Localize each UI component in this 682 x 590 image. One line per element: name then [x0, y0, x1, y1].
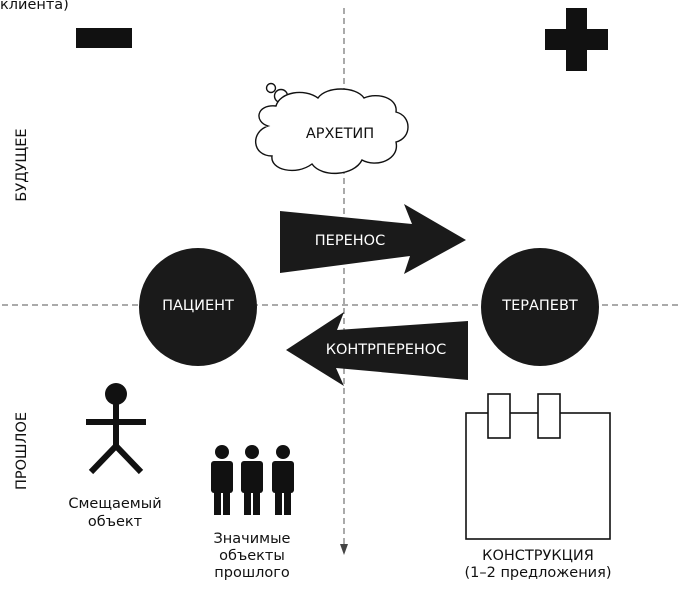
transfer-label: ПЕРЕНОС [314, 233, 386, 249]
plus-icon [545, 8, 608, 71]
minus-icon [76, 28, 132, 48]
countertransfer-label: КОНТРПЕРЕНОС [325, 342, 447, 358]
countertransfer-arrow [286, 312, 468, 386]
displaced-object-figure [86, 383, 146, 475]
significant-objects-figures [211, 445, 294, 515]
patient-label: ПАЦИЕНТ [162, 298, 234, 314]
top-text: клиента) [0, 0, 69, 13]
construction-line2: (1–2 предложения) [464, 565, 612, 581]
displaced-object-line1: Смещаемый [68, 496, 162, 512]
transfer-arrow [280, 204, 466, 274]
construction-line1: КОНСТРУКЦИЯ [482, 548, 594, 564]
archetype-cloud [255, 82, 409, 175]
significant-objects-line2: объекты [219, 548, 285, 564]
significant-objects-line3: прошлого [214, 565, 290, 581]
archetype-label: АРХЕТИП [305, 126, 375, 142]
past-axis-label: ПРОШЛОЕ [14, 411, 30, 491]
displaced-object-line2: объект [87, 514, 143, 530]
vertical-axis-arrowhead [340, 544, 348, 555]
construction-box [465, 393, 611, 540]
therapist-circle [481, 248, 599, 366]
patient-circle [139, 248, 257, 366]
significant-objects-line1: Значимые [213, 531, 291, 547]
therapist-label: ТЕРАПЕВТ [502, 298, 578, 314]
future-axis-label: БУДУЩЕЕ [14, 128, 30, 202]
